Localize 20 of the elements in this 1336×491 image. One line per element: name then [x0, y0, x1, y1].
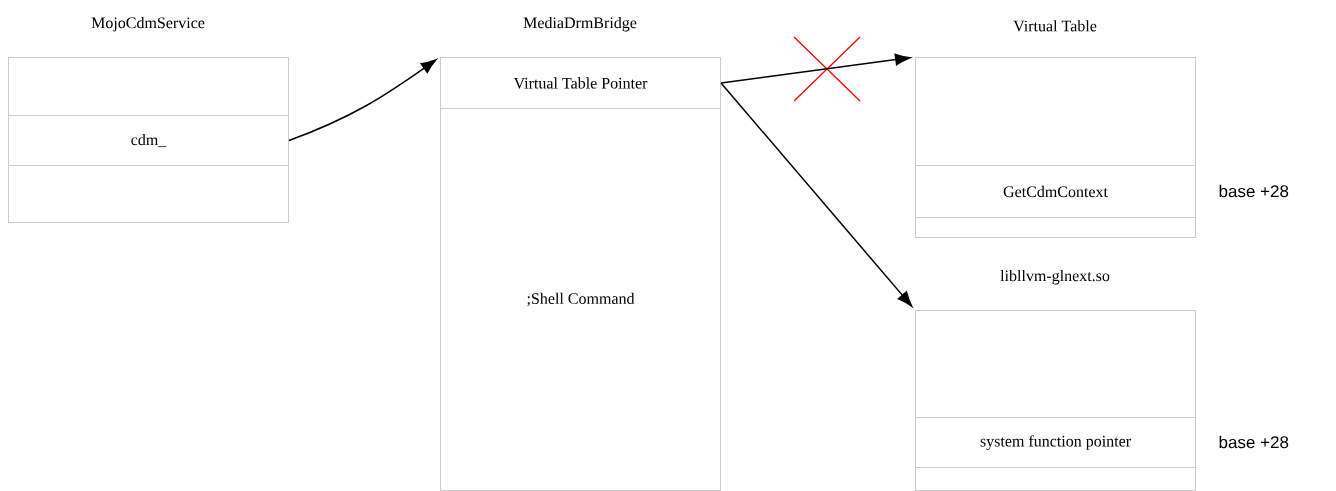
table-row: system function pointer: [915, 417, 1196, 468]
empty-row: [915, 310, 1196, 418]
empty-row: [915, 57, 1196, 166]
offset-label: base +28: [1219, 435, 1289, 449]
node-label: MediaDrmBridge: [523, 16, 637, 32]
arrow: [720, 53, 911, 84]
offset-label: base +28: [1219, 184, 1289, 198]
table-row: cdm_: [8, 115, 289, 166]
table-row: GetCdmContext: [915, 165, 1196, 218]
arrow: [720, 82, 913, 307]
node-label: Virtual Table: [1013, 20, 1097, 32]
empty-row: [915, 467, 1196, 491]
table-row: Virtual Table Pointer: [440, 57, 721, 109]
empty-row: [8, 57, 289, 116]
empty-row: [915, 217, 1196, 238]
node-label: MojoCdmService: [91, 16, 205, 32]
arrow: [288, 59, 437, 142]
empty-row: [8, 165, 289, 223]
node-label: libllvm-glnext.so: [1000, 269, 1110, 285]
table-row: ;Shell Command: [440, 108, 721, 491]
